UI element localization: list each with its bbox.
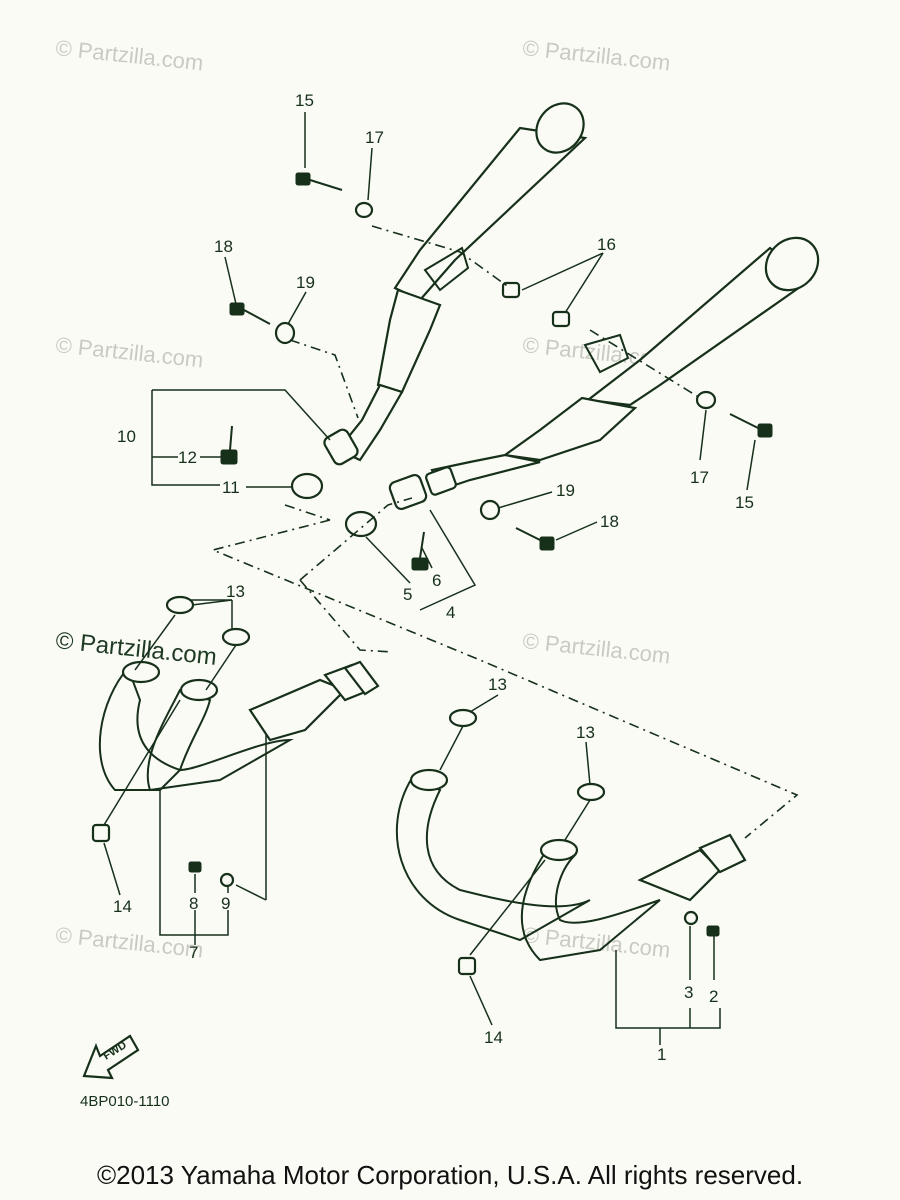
fwd-arrow-icon: FWD [82, 1034, 140, 1080]
seal-14b [457, 956, 477, 976]
callout-17: 17 [365, 128, 384, 147]
drawing-code: 4BP010-1110 [80, 1093, 170, 1110]
callout-13: 13 [226, 582, 245, 601]
bolt-2 [706, 925, 720, 937]
bolt-15a [295, 172, 311, 186]
washer-17a [354, 201, 374, 219]
bolt-12 [220, 449, 238, 465]
callout-16: 16 [597, 235, 616, 254]
leader-lines [103, 112, 756, 1045]
gasket-13b [221, 627, 251, 647]
callout-12: 12 [178, 448, 197, 467]
callout-1: 1 [657, 1045, 666, 1064]
washer-17b [695, 390, 717, 410]
right-exhaust-pipe [395, 768, 747, 962]
callout-5: 5 [403, 585, 412, 604]
left-exhaust-pipe [98, 660, 380, 792]
callout-2: 2 [709, 987, 718, 1006]
gasket-13d [576, 782, 606, 802]
callout-14: 14 [113, 897, 132, 916]
bolt-8 [188, 861, 202, 873]
callout-11: 11 [222, 478, 240, 497]
bolt-15b [757, 423, 773, 438]
bolt-18a [229, 302, 245, 316]
assembly-lines [210, 225, 799, 839]
nut-16a [501, 281, 521, 299]
callout-19: 19 [556, 481, 575, 500]
hardware [91, 172, 773, 976]
copyright-footer: ©2013 Yamaha Motor Corporation, U.S.A. A… [96, 1160, 804, 1190]
callout-18: 18 [600, 512, 619, 531]
watermark: © Partzilla.com [521, 628, 671, 668]
callout-10: 10 [117, 427, 136, 446]
callout-4: 4 [446, 603, 455, 622]
callout-15: 15 [735, 493, 754, 512]
callout-8: 8 [189, 894, 198, 913]
nut-16b [551, 310, 571, 328]
watermark: © Partzilla.com [54, 922, 204, 962]
callout-13: 13 [576, 723, 595, 742]
gasket-11 [290, 472, 324, 500]
gasket-13c [448, 708, 478, 728]
callout-17: 17 [690, 468, 709, 487]
grommet-19b [479, 499, 501, 521]
nut-3 [683, 910, 699, 926]
gasket-13a [165, 595, 195, 615]
bolt-18b [539, 536, 555, 551]
callout-14: 14 [484, 1028, 503, 1047]
callout-15: 15 [295, 91, 314, 110]
callout-19: 19 [296, 273, 315, 292]
nut-9 [219, 872, 235, 888]
watermark: © Partzilla.com [54, 332, 204, 372]
callout-3: 3 [684, 983, 693, 1002]
callout-9: 9 [221, 894, 230, 913]
grommet-19a [274, 321, 296, 345]
callout-7: 7 [189, 943, 198, 962]
bolt-6 [411, 557, 429, 571]
callouts: 15 17 16 18 19 10 12 11 17 15 19 18 5 6 … [113, 91, 754, 1064]
seal-14a [91, 823, 111, 843]
left-muffler [323, 102, 588, 466]
watermark: © Partzilla.com [521, 35, 671, 75]
watermark: © Partzilla.com [54, 35, 204, 75]
right-muffler [388, 236, 820, 511]
gasket-5 [344, 510, 378, 538]
callout-13: 13 [488, 675, 507, 694]
callout-18: 18 [214, 237, 233, 256]
watermark: © Partzilla.com [521, 922, 671, 962]
callout-6: 6 [432, 571, 441, 590]
